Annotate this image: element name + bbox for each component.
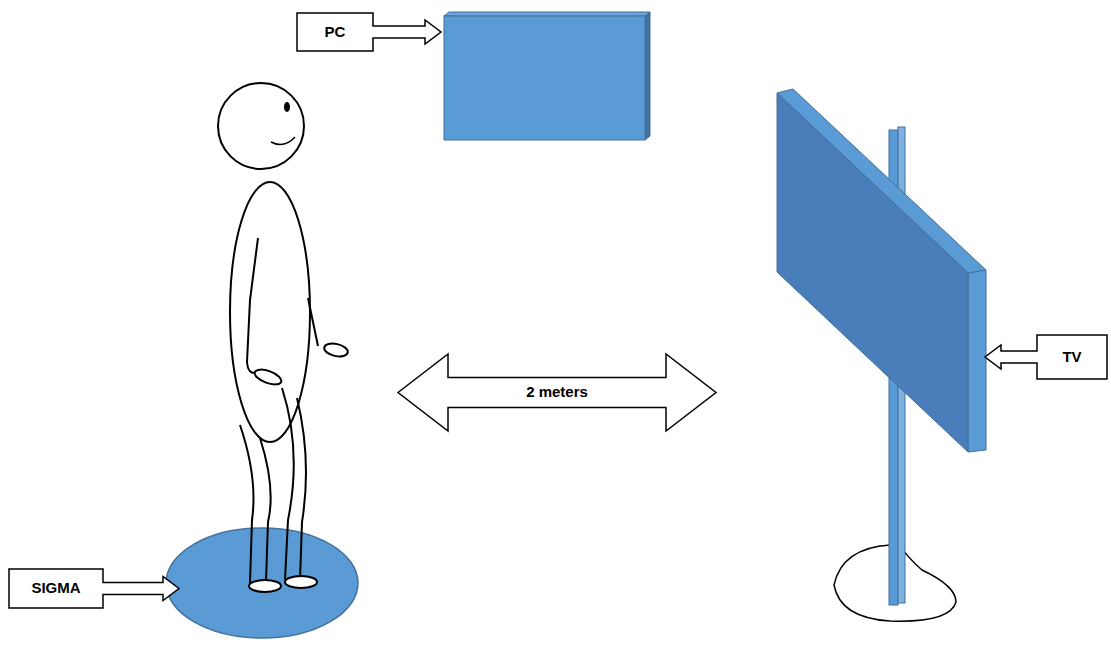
figure-leg bbox=[260, 438, 271, 582]
sigma-platform bbox=[166, 528, 358, 638]
shape-path bbox=[297, 13, 441, 51]
callout-box: SIGMA bbox=[9, 569, 179, 608]
figure-arm bbox=[308, 298, 318, 346]
shape-outline bbox=[985, 335, 1107, 379]
figure-smile bbox=[271, 137, 295, 145]
double-arrow: 2 meters bbox=[398, 354, 716, 431]
text-area: PC bbox=[297, 13, 373, 51]
shape-outline bbox=[297, 13, 441, 51]
label-text: SIGMA bbox=[31, 580, 80, 597]
figure-foot bbox=[249, 580, 281, 592]
shape-path bbox=[398, 354, 716, 431]
pc-screen bbox=[444, 16, 645, 140]
label-text: 2 meters bbox=[526, 384, 588, 401]
figure-arm bbox=[247, 238, 258, 373]
label-text: TV bbox=[1062, 349, 1081, 366]
label-text: PC bbox=[325, 24, 346, 41]
figure-leg bbox=[297, 398, 306, 580]
figure-hand bbox=[253, 367, 283, 388]
text-area: SIGMA bbox=[9, 569, 103, 608]
figure-hand bbox=[323, 342, 349, 359]
tv-side bbox=[968, 270, 986, 452]
tv-screen bbox=[777, 93, 968, 452]
stick-figure bbox=[218, 83, 349, 592]
figure-leg bbox=[240, 425, 254, 583]
shape-path bbox=[985, 335, 1107, 379]
figure-eye bbox=[284, 102, 290, 112]
text-area: 2 meters bbox=[398, 354, 716, 431]
figure-leg bbox=[282, 388, 294, 580]
text-area: TV bbox=[1037, 335, 1107, 379]
pc-side bbox=[645, 12, 650, 140]
shape-path bbox=[9, 569, 179, 608]
pc-top bbox=[444, 12, 650, 16]
figure-foot bbox=[285, 576, 317, 588]
callout-box: TV bbox=[985, 335, 1107, 379]
callout-box: PC bbox=[297, 13, 441, 51]
figure-head bbox=[218, 83, 304, 169]
